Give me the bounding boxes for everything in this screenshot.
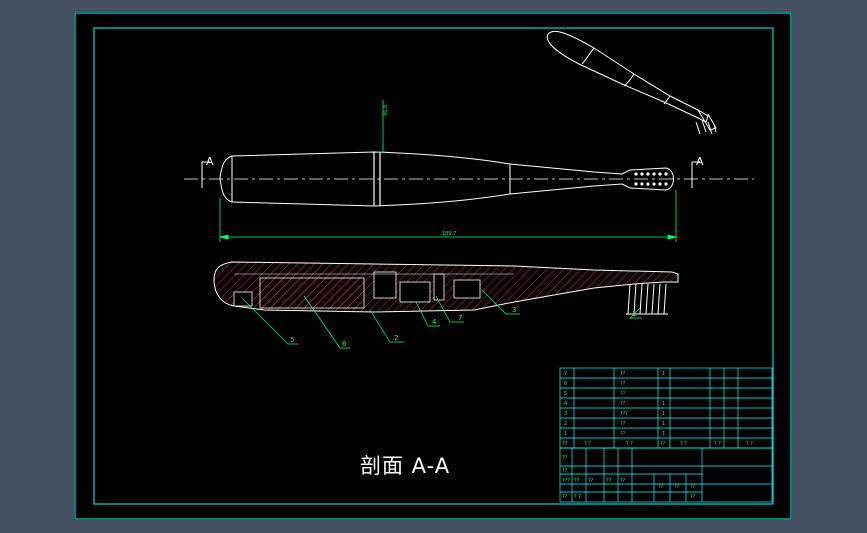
bristle-dots [634, 172, 668, 186]
callout-4: 4 [432, 318, 437, 326]
section-bristles [626, 283, 668, 315]
parts-row-qty: 1 [662, 421, 665, 427]
parts-row-qty: 1 [662, 431, 665, 437]
gear-box [399, 281, 431, 303]
battery [259, 277, 365, 309]
callout-5: 5 [290, 336, 294, 344]
title-block-cells: ????????????????? ? ????????? [562, 455, 696, 500]
parts-row-number: 5 [564, 391, 567, 397]
parts-header-cell: ? ? [680, 441, 687, 447]
parts-header-cell: ?? [562, 441, 568, 447]
parts-row-number: 4 [564, 401, 567, 407]
motor [373, 271, 397, 299]
cad-drawing: A A 46.8 189.7 [74, 12, 792, 520]
parts-header-cell: ? ? [626, 441, 633, 447]
section-letter-right: A [696, 155, 704, 168]
parts-row-number: 3 [564, 411, 567, 417]
title-block [559, 447, 773, 503]
parts-row-name: ?? [620, 371, 626, 377]
title-block-cell: ?? [690, 494, 696, 500]
parts-list-rows: 7?? 1 6?? 5?? 4?? 1 3??? 1 2?? 1 1?? 1 [564, 371, 665, 437]
title-block-cell: ?? [674, 484, 680, 490]
drive-shaft-housing [453, 279, 481, 299]
parts-list [559, 367, 773, 449]
parts-row-number: 7 [564, 371, 567, 377]
parts-row-name: ??? [620, 411, 628, 417]
drawing-sheet: A A 46.8 189.7 [74, 12, 792, 520]
title-block-cell: ?? [658, 484, 664, 490]
title-block-cell: ?? [562, 494, 568, 500]
parts-header-cell: ? ? [584, 441, 591, 447]
section-letter-left: A [206, 155, 214, 168]
length-dimension [219, 190, 677, 242]
parts-row-number: 2 [564, 421, 567, 427]
title-block-cell: ?? [574, 478, 580, 484]
outer-frame [74, 12, 792, 520]
section-mark-right [691, 161, 700, 188]
callout-3: 3 [512, 306, 516, 314]
parts-row-number: 6 [564, 381, 567, 387]
parts-row-qty: 1 [662, 411, 665, 417]
front-view: A A 46.8 189.7 [184, 100, 754, 242]
parts-row-qty: 1 [662, 371, 665, 377]
section-view: 5 6 2 4 7 3 1 [213, 261, 679, 349]
title-block-cell: ?? [562, 468, 568, 474]
coupling [433, 273, 445, 301]
callout-6: 6 [342, 340, 347, 348]
title-block-cell: ?? [620, 478, 626, 484]
parts-header-cell: ?? [660, 441, 666, 447]
title-block-cell: ?? [562, 455, 568, 461]
dimension-vertical: 46.8 [383, 105, 389, 116]
vertical-dimension [379, 100, 387, 153]
section-mark-left [201, 161, 210, 188]
parts-row-name: ?? [620, 431, 626, 437]
parts-row-number: 1 [564, 431, 567, 437]
callout-7: 7 [458, 314, 462, 322]
title-block-cell: ? ? [574, 494, 581, 500]
title-block-cell: ?? [690, 484, 696, 490]
leader-lines [241, 289, 642, 349]
parts-row-name: ?? [620, 401, 626, 407]
section-title: 剖面 A-A [360, 454, 451, 478]
parts-row-name: ?? [620, 381, 626, 387]
callout-1: 1 [632, 310, 636, 318]
title-block-cell: ?? [606, 478, 612, 484]
dimension-overall-length: 189.7 [442, 231, 456, 237]
isometric-view [546, 30, 717, 135]
callout-2: 2 [394, 334, 398, 342]
parts-header-cell: ? ? [746, 441, 753, 447]
title-block-cell: ??? [562, 478, 570, 484]
parts-header-cell: ? ? [714, 441, 721, 447]
parts-row-name: ?? [620, 421, 626, 427]
title-block-cell: ?? [588, 478, 594, 484]
parts-row-qty: 1 [662, 401, 665, 407]
inner-frame [93, 27, 774, 505]
parts-list-header: ?? ? ? ? ??? ? ? ? ? ? ? [562, 441, 753, 447]
parts-row-name: ?? [620, 391, 626, 397]
